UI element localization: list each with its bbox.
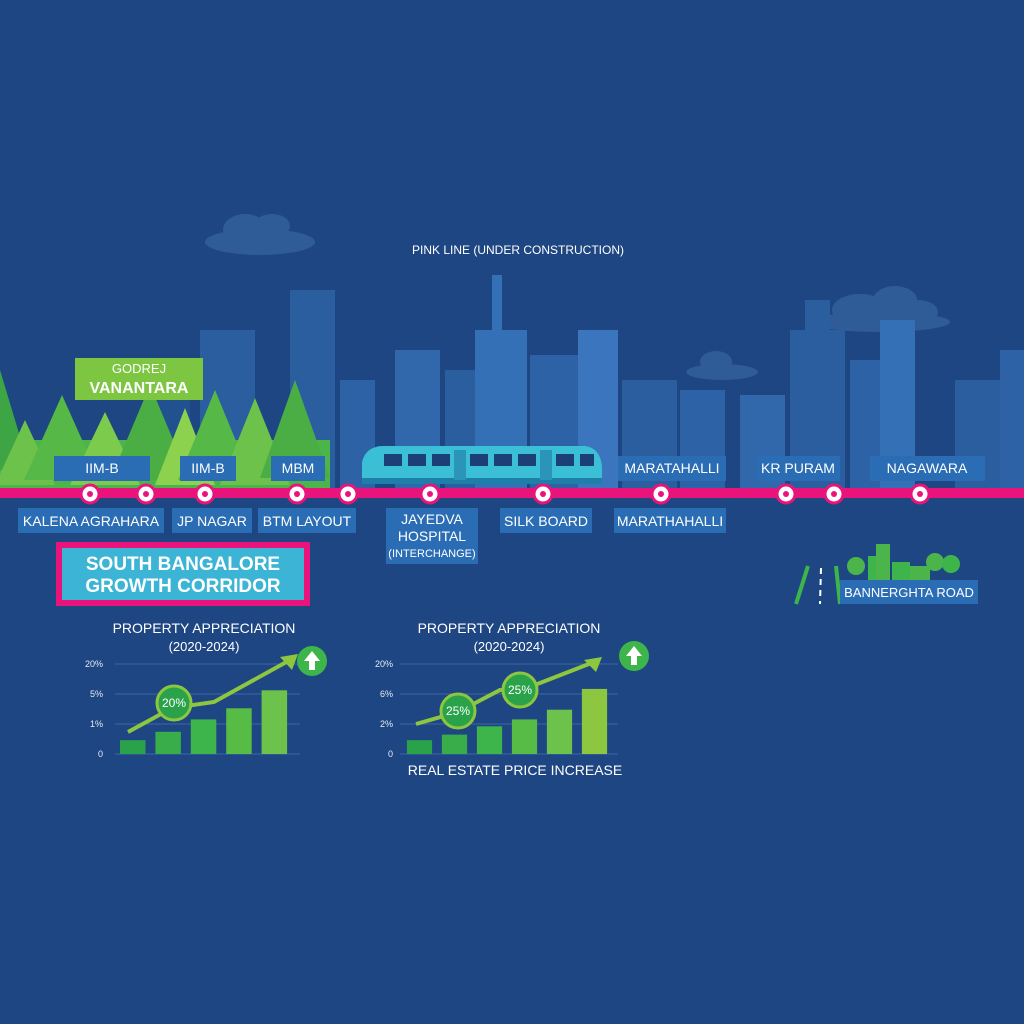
chart-2-badge-label: 25% — [508, 683, 532, 697]
station-circle — [194, 483, 216, 505]
chart-2-bar-1 — [406, 740, 433, 754]
chart-1: PROPERTY APPRECIATION (2020-2024) 20% 5%… — [85, 620, 327, 759]
chart-2-bar-5 — [546, 709, 573, 754]
chart-2-bar-2 — [441, 734, 468, 754]
station-label-maratahalli: MARATAHALLI — [624, 460, 719, 476]
project-name-line1: GODREJ — [112, 361, 166, 376]
chart-1-title: PROPERTY APPRECIATION — [113, 620, 296, 636]
chart-1-badge: 20% — [155, 684, 193, 722]
growth-corridor-box: SOUTH BANGALORE GROWTH CORRIDOR — [56, 542, 310, 606]
line-title: PINK LINE (UNDER CONSTRUCTION) — [412, 243, 624, 257]
station-label-jayedva: JAYEDVA — [401, 511, 463, 527]
chart-1-ytick: 0 — [98, 749, 103, 759]
chart-2-bar-6 — [581, 688, 608, 754]
station-label-hospital: HOSPITAL — [398, 528, 466, 544]
station-circle — [79, 483, 101, 505]
chart-1-ytick: 1% — [90, 719, 103, 729]
station-circle — [419, 483, 441, 505]
chart-2-arrowhead — [584, 657, 602, 672]
chart-1-arrowhead — [280, 654, 298, 670]
station-label-btm-layout: BTM LAYOUT — [263, 513, 352, 529]
station-label-iimb-2: IIM-B — [191, 460, 224, 476]
corridor-title-line1: SOUTH BANGALORE — [86, 554, 280, 575]
top-station-labels: IIM-B IIM-B MBM MARATAHALLI KR PURAM NAG… — [54, 456, 985, 481]
chart-2-badge: 25% — [501, 671, 539, 709]
station-label-iimb-1: IIM-B — [85, 460, 118, 476]
chart-2-subtitle: (2020-2024) — [474, 639, 545, 654]
chart-2-ytick: 6% — [380, 689, 393, 699]
station-label-silk-board: SILK BOARD — [504, 513, 588, 529]
station-circle — [286, 483, 308, 505]
cloud-icon — [205, 214, 315, 255]
project-name-line2: VANANTARA — [90, 380, 189, 397]
station-label-nagawara: NAGAWARA — [887, 460, 968, 476]
chart-2-badge-label: 25% — [446, 704, 470, 718]
chart-2-bars — [406, 688, 608, 754]
chart-2-caption: REAL ESTATE PRICE INCREASE — [408, 762, 622, 778]
station-label-kalena-agrahara: KALENA AGRAHARA — [23, 513, 160, 529]
chart-1-bar-3 — [190, 719, 217, 754]
chart-2-bar-4 — [511, 719, 538, 754]
station-circle — [823, 483, 845, 505]
chart-1-ytick: 5% — [90, 689, 103, 699]
up-arrow-icon — [619, 641, 649, 671]
station-circle — [909, 483, 931, 505]
chart-2-title: PROPERTY APPRECIATION — [418, 620, 601, 636]
chart-2-ytick: 0 — [388, 749, 393, 759]
train-icon — [362, 446, 602, 484]
station-label-jp-nagar: JP NAGAR — [177, 513, 247, 529]
cloud-icon — [810, 286, 950, 332]
station-circle — [650, 483, 672, 505]
cloud-icon — [686, 351, 758, 380]
chart-1-trend-arrow — [127, 658, 291, 734]
chart-1-bar-4 — [226, 708, 252, 754]
station-circle — [775, 483, 797, 505]
road-icon — [794, 565, 842, 605]
chart-2-badge: 25% — [439, 692, 477, 730]
station-label-interchange: (INTERCHANGE) — [388, 548, 475, 560]
chart-1-bar-1 — [120, 740, 146, 754]
chart-2-ytick: 20% — [375, 659, 393, 669]
station-label-marathahalli: MARATHAHALLI — [617, 513, 723, 529]
chart-1-subtitle: (2020-2024) — [169, 639, 240, 654]
chart-1-ytick: 20% — [85, 659, 103, 669]
chart-2-bar-3 — [476, 726, 503, 754]
corridor-title-line2: GROWTH CORRIDOR — [85, 576, 281, 597]
station-markers — [79, 483, 931, 505]
chart-2: PROPERTY APPRECIATION (2020-2024) 20% 6%… — [375, 620, 649, 778]
project-badge: GODREJ VANANTARA — [75, 358, 203, 400]
station-circle — [532, 483, 554, 505]
chart-2-ytick: 2% — [380, 719, 393, 729]
bottom-station-labels: KALENA AGRAHARA JP NAGAR BTM LAYOUT JAYE… — [18, 508, 726, 564]
station-circle — [337, 483, 359, 505]
tree-icon — [260, 380, 330, 478]
road-label: BANNERGHTA ROAD — [844, 585, 974, 600]
chart-1-bar-2 — [155, 731, 181, 754]
chart-1-badge-label: 20% — [162, 696, 186, 710]
chart-1-bar-5 — [261, 690, 288, 754]
chart-1-bars — [120, 690, 288, 754]
pink-metro-line — [0, 488, 1024, 498]
buildings-icon — [847, 544, 960, 582]
station-label-mbm: MBM — [282, 460, 315, 476]
station-label-kr-puram: KR PURAM — [761, 460, 835, 476]
station-circle — [135, 483, 157, 505]
up-arrow-icon — [297, 646, 327, 676]
